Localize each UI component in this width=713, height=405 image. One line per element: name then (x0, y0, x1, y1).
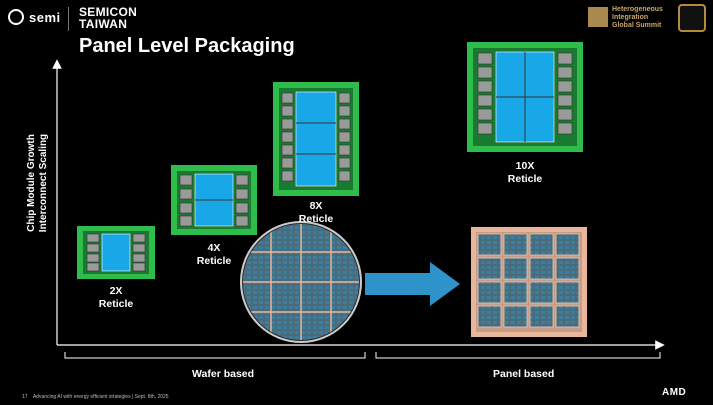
summit-badge-icon (678, 4, 706, 32)
summit-logo-text: Heterogeneous Integration Global Summit (612, 6, 663, 29)
summit-logo-icon (588, 7, 608, 27)
caption-10x: 10X Reticle (507, 160, 543, 185)
panel-based-label: Panel based (493, 368, 555, 380)
caption-8x: 8X Reticle (298, 200, 334, 225)
footer: 17 Advancing AI with energy efficient st… (22, 394, 169, 400)
wafer-range-bracket (64, 352, 366, 359)
wafer-based-label: Wafer based (192, 368, 255, 380)
page-number: 17 (22, 394, 28, 400)
caption-4x: 4X Reticle (196, 242, 232, 267)
amd-logo: AMD (662, 387, 687, 398)
semi-logo: semi (8, 9, 61, 25)
package-2x (77, 226, 155, 279)
semi-logo-icon (8, 9, 24, 25)
caption-2x: 2X Reticle (98, 285, 134, 310)
package-10x (467, 42, 583, 152)
wafer-image (240, 221, 362, 343)
wafer-to-panel-arrow (365, 262, 460, 306)
page-title: Panel Level Packaging (79, 35, 295, 57)
footer-text: Advancing AI with energy efficient strat… (32, 394, 169, 400)
header-divider (68, 7, 69, 31)
package-8x (273, 82, 359, 196)
package-4x (171, 165, 257, 235)
panel-range-bracket (375, 352, 661, 359)
semicon-logo: SEMICON TAIWAN (79, 5, 138, 31)
panel-image (471, 227, 587, 337)
